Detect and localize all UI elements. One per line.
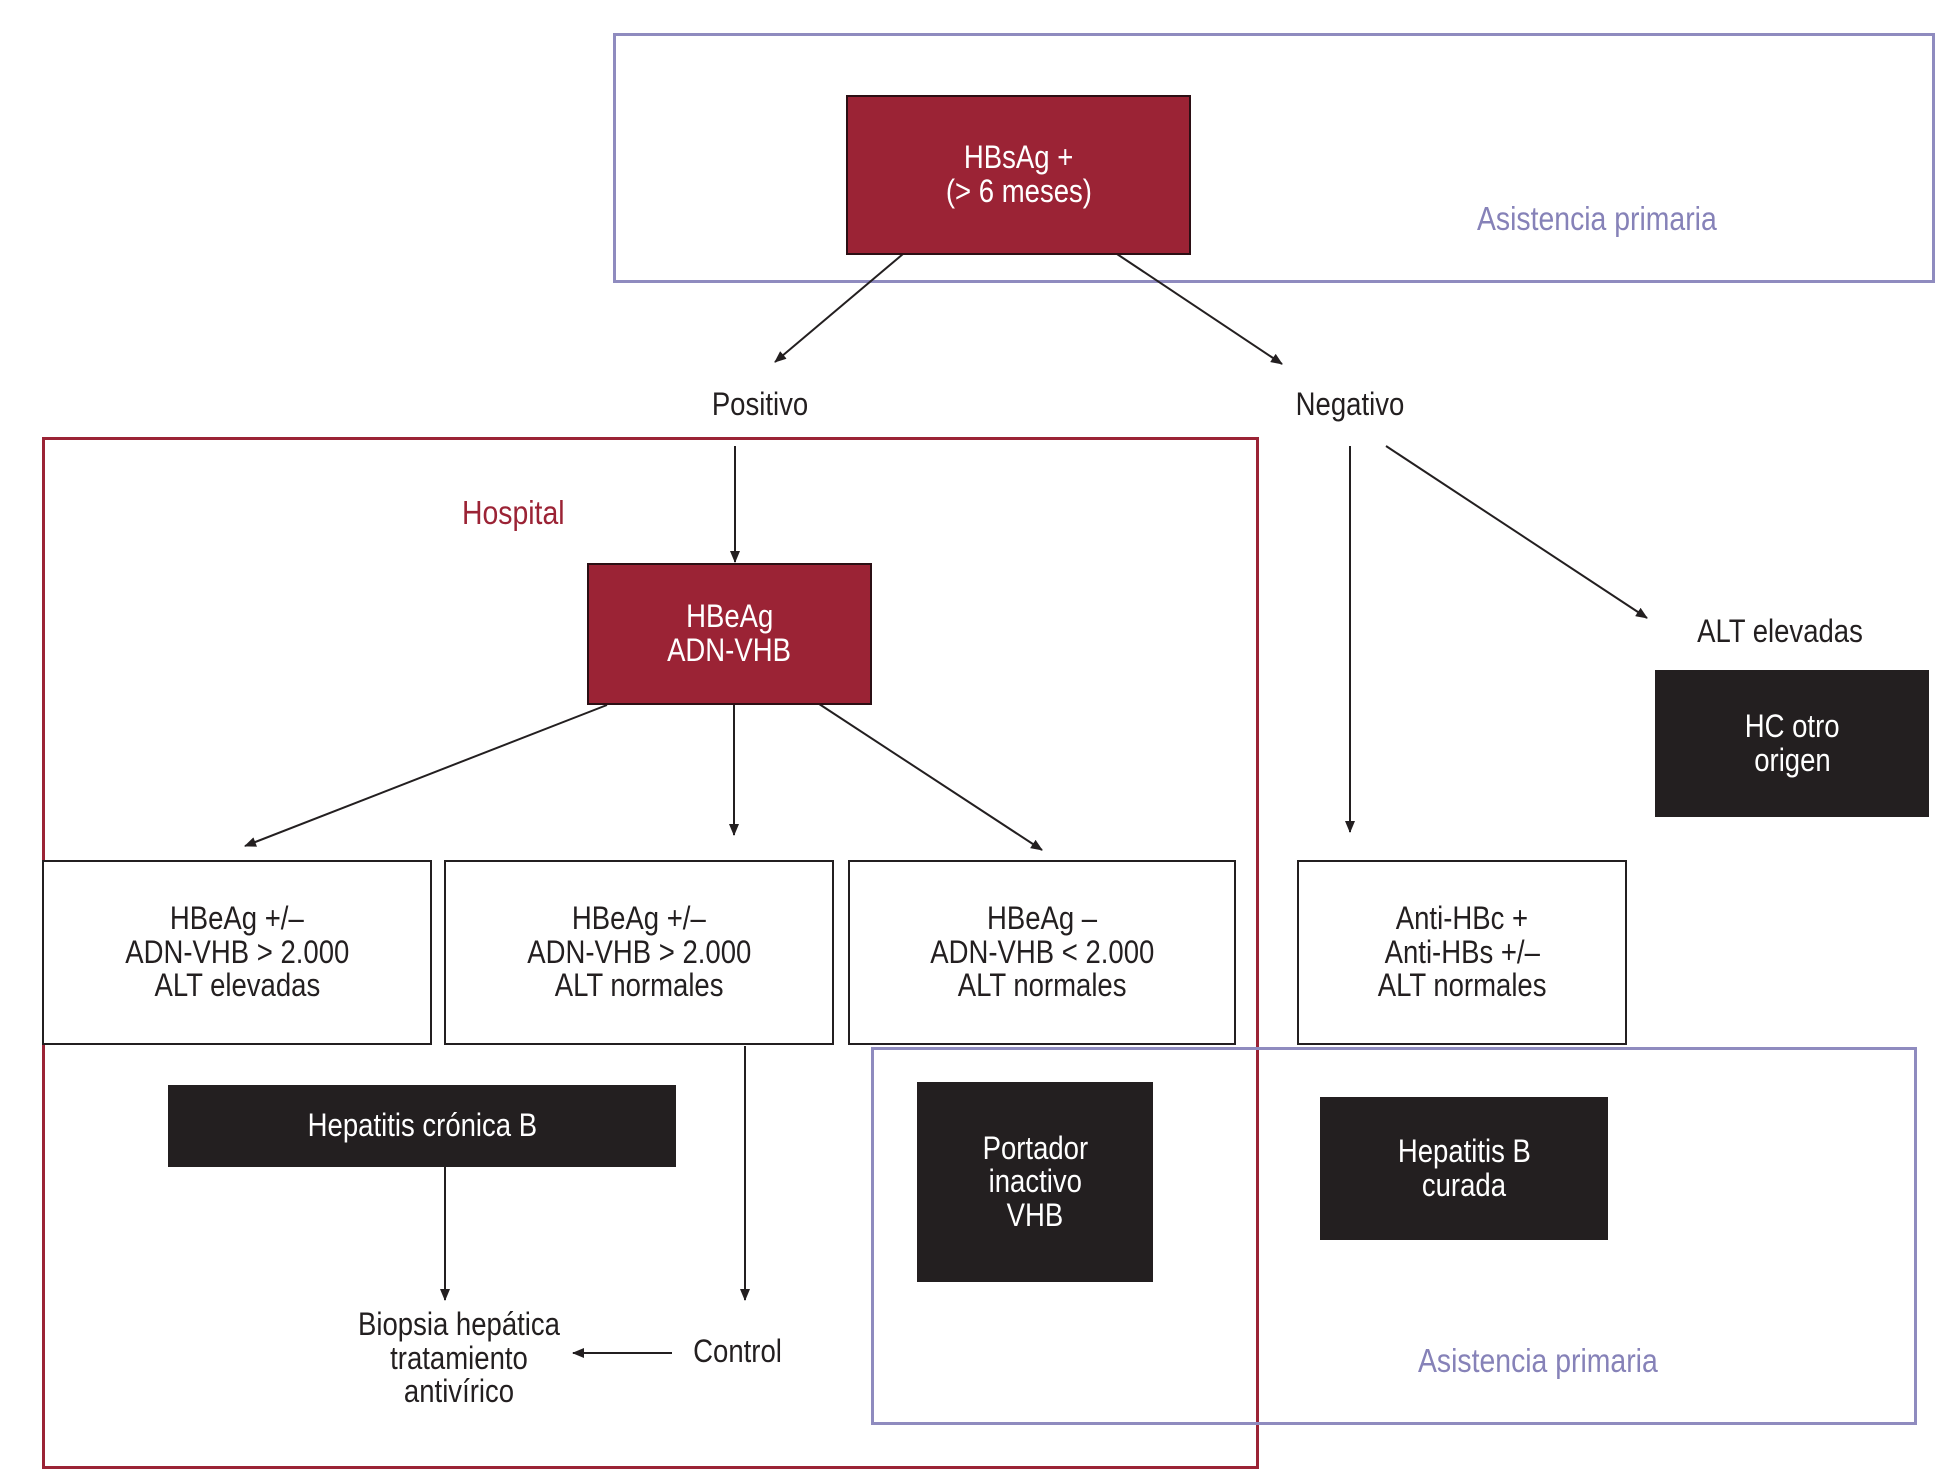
control-text: Control [693, 1333, 782, 1369]
portador-line-2: inactivo [988, 1163, 1082, 1200]
portador-line-3: VHB [1006, 1196, 1064, 1233]
negativo-label: Negativo [1250, 386, 1450, 422]
box3-line-2: ADN-VHB < 2.000 [929, 933, 1155, 970]
positivo-text: Positivo [711, 386, 809, 422]
portador-inactivo-box: Portador inactivo VHB [917, 1082, 1153, 1282]
arrow-hbsag-negativo [1116, 253, 1283, 365]
box-hbeag-alt-normales: HBeAg +/– ADN-VHB > 2.000 ALT normales [444, 860, 834, 1045]
hbsag-line-1: HBsAg + [963, 139, 1074, 176]
hepatitis-curada-box: Hepatitis B curada [1320, 1097, 1608, 1240]
box-hbeag-negative: HBeAg – ADN-VHB < 2.000 ALT normales [848, 860, 1236, 1045]
arrow-hbsag-positivo [774, 253, 904, 363]
hc-otro-origen-box: HC otro origen [1655, 670, 1929, 817]
alt-elevadas-label: ALT elevadas [1660, 613, 1900, 649]
primary-care-region-top [613, 33, 1935, 283]
biopsia-line-3: antivírico [403, 1373, 515, 1410]
hc-otro-line-2: origen [1753, 741, 1831, 778]
box2-line-1: HBeAg +/– [572, 900, 706, 937]
box-hbeag-alt-elevadas: HBeAg +/– ADN-VHB > 2.000 ALT elevadas [42, 860, 432, 1045]
hbsag-box: HBsAg + (> 6 meses) [846, 95, 1191, 255]
portador-line-1: Portador [982, 1129, 1088, 1166]
hospital-label: Hospital [462, 494, 565, 531]
box3-line-3: ALT normales [957, 967, 1127, 1004]
negativo-text: Negativo [1295, 386, 1405, 422]
primary-care-label-bottom: Asistencia primaria [1418, 1342, 1658, 1379]
box2-line-3: ALT normales [554, 967, 724, 1004]
box4-line-2: Anti-HBs +/– [1384, 933, 1540, 970]
box4-line-3: ALT normales [1377, 967, 1547, 1004]
positivo-label: Positivo [660, 386, 860, 422]
hbeag-box: HBeAg ADN-VHB [587, 563, 872, 705]
hbeag-line-1: HBeAg [685, 598, 774, 635]
hepatitis-cronica-box: Hepatitis crónica B [168, 1085, 676, 1167]
box2-line-2: ADN-VHB > 2.000 [526, 933, 752, 970]
hep-curada-line-2: curada [1421, 1166, 1507, 1203]
biopsia-line-2: tratamiento [390, 1339, 528, 1376]
box-anti-hbc: Anti-HBc + Anti-HBs +/– ALT normales [1297, 860, 1627, 1045]
primary-care-label-top: Asistencia primaria [1477, 200, 1717, 237]
arrow-negativo-alt [1385, 445, 1648, 619]
alt-elevadas-text: ALT elevadas [1697, 613, 1863, 649]
hc-otro-line-1: HC otro [1744, 707, 1840, 744]
hep-curada-line-1: Hepatitis B [1397, 1132, 1531, 1169]
arrow-hbeag-box1 [244, 704, 608, 847]
arrow-hbeag-box3 [809, 697, 1043, 851]
box1-line-1: HBeAg +/– [170, 900, 304, 937]
control-label: Control [670, 1333, 805, 1369]
hbeag-line-2: ADN-VHB [667, 632, 792, 668]
box4-line-1: Anti-HBc + [1395, 900, 1529, 937]
box1-line-2: ADN-VHB > 2.000 [124, 933, 350, 970]
hbsag-line-2: (> 6 meses) [945, 173, 1092, 209]
biopsia-line-1: Biopsia hepática [358, 1306, 560, 1342]
primary-care-region-bottom [871, 1047, 1917, 1425]
hepatitis-cronica-text: Hepatitis crónica B [307, 1107, 537, 1144]
biopsia-label: Biopsia hepática tratamiento antivírico [319, 1306, 599, 1410]
box3-line-1: HBeAg – [986, 900, 1098, 937]
box1-line-3: ALT elevadas [154, 967, 320, 1004]
